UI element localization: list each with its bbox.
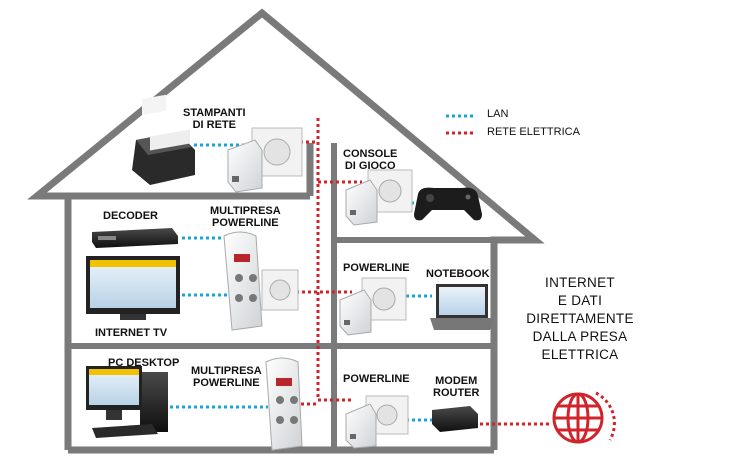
- label-powerline-bottom: POWERLINE: [343, 373, 410, 385]
- label-internet-tv: INTERNET TV: [95, 327, 168, 339]
- notebook-icon: [430, 284, 494, 330]
- label-stampanti: STAMPANTI DI RETE: [183, 107, 246, 131]
- power-strip-top: [223, 231, 299, 331]
- label-notebook: NOTEBOOK: [426, 268, 490, 280]
- globe-icon: [552, 391, 616, 444]
- power-strip-bottom: [265, 357, 303, 451]
- adapter-printer: [227, 127, 303, 193]
- legend-lan-label: LAN: [487, 108, 509, 120]
- label-multipresa-top: MULTIPRESA POWERLINE: [210, 205, 281, 229]
- adapter-powerline-bottom: [345, 395, 409, 449]
- label-console: CONSOLE DI GIOCO: [343, 148, 398, 172]
- adapter-console: [345, 169, 413, 226]
- desktop-pc-icon: [86, 366, 168, 438]
- label-decoder: DECODER: [103, 210, 159, 222]
- decoder-icon: [92, 228, 178, 248]
- label-powerline-mid: POWERLINE: [343, 262, 410, 274]
- label-pc-desktop: PC DESKTOP: [108, 357, 180, 369]
- label-multipresa-bottom: MULTIPRESA POWERLINE: [191, 365, 262, 389]
- adapter-powerline-mid: [339, 277, 407, 336]
- gamepad-icon: [414, 187, 482, 221]
- tv-icon: [86, 256, 180, 320]
- power-lines: [295, 118, 552, 426]
- legend-power-label: RETE ELETTRICA: [487, 126, 580, 138]
- modem-router-icon: [432, 406, 478, 432]
- label-modem-router: MODEM ROUTER: [433, 375, 480, 399]
- house-outline: [27, 8, 545, 454]
- legend: [446, 114, 476, 135]
- headline: INTERNET E DATI DIRETTAMENTE DALLA PRESA…: [526, 275, 634, 362]
- printer-icon: [132, 94, 195, 185]
